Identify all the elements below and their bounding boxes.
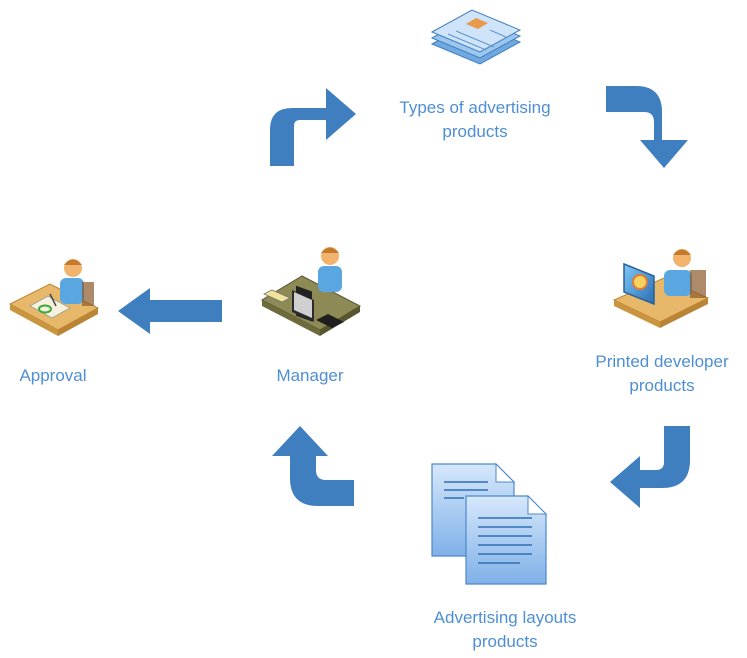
printed-label-line2: products (629, 376, 695, 395)
printed-label: Printed developer products (578, 350, 746, 398)
arrow-to-layouts (610, 426, 690, 508)
types-label-line1: Types of advertising (399, 98, 551, 117)
manager-label: Manager (250, 364, 370, 388)
layouts-label-line1: Advertising layouts (433, 608, 577, 627)
manager-label-text: Manager (276, 366, 344, 385)
layouts-label: Advertising layouts products (400, 606, 610, 654)
approval-label: Approval (0, 364, 106, 388)
signing-person-icon (8, 259, 100, 336)
stacked-documents-icon (430, 9, 522, 65)
types-label: Types of advertising products (370, 96, 580, 144)
manager-at-desk-icon (260, 247, 362, 336)
designer-at-monitor-icon (612, 249, 710, 328)
documents-icon (431, 462, 548, 585)
approval-label-text: Approval (19, 366, 87, 385)
layouts-label-line2: products (472, 632, 538, 651)
arrow-to-approval (118, 288, 222, 334)
printed-label-line1: Printed developer (595, 352, 729, 371)
arrow-to-printed (606, 86, 688, 168)
arrow-to-types (270, 88, 356, 166)
arrow-to-manager (272, 426, 354, 506)
types-label-line2: products (442, 122, 508, 141)
